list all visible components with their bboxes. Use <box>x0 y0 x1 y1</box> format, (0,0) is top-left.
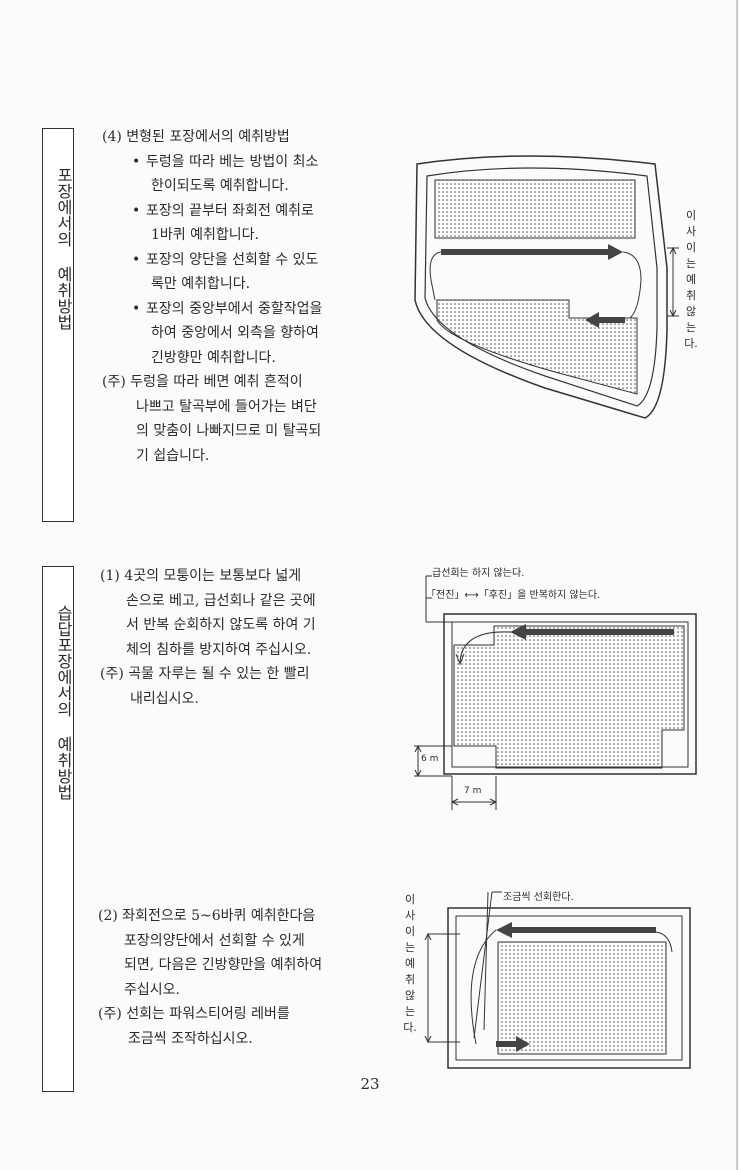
section-label-top: 포장에서의 예취방법 <box>54 167 73 330</box>
section-label-box-bottom: 습답포장에서의 예취방법 <box>42 566 74 1092</box>
section1-heading: (4) 변형된 포장에서의 예취방법 <box>102 129 290 145</box>
section3-text: (2) 좌회전으로 5~6바퀴 예취한다음 포장의양단에서 선회할 수 있게 되… <box>98 908 323 1047</box>
bullet-dot: • <box>132 153 141 170</box>
bullet-dot: • <box>132 202 141 219</box>
section-label-box-top: 포장에서의 예취방법 <box>42 128 74 522</box>
page-number: 23 <box>360 1075 380 1093</box>
section1-bullet: •두렁을 따라 베는 방법이 최소 한이되도록 예취합니다. <box>102 150 322 199</box>
figure3-label: 조금씩 선회한다. <box>503 892 574 903</box>
section1-bullet: •포장의 끝부터 좌회전 예취로 1바퀴 예취합니다. <box>102 199 322 248</box>
figure2-dim-height: 6 m <box>421 754 439 764</box>
section1-bullet: •포장의 중앙부에서 중할작업을 하여 중앙에서 외측을 향하여 긴방향만 예취… <box>102 297 322 371</box>
figure-turning-field <box>424 891 691 1069</box>
section2-text: (1) 4곳의 모퉁이는 보통보다 넓게 손으로 베고, 급선회나 같은 곳에 … <box>100 568 316 707</box>
section1-text: (4) 변형된 포장에서의 예취방법 •두렁을 따라 베는 방법이 최소 한이되… <box>102 125 322 468</box>
page-edge <box>736 0 738 1170</box>
figure2-dim-width: 7 m <box>464 786 482 796</box>
figure-irregular-field <box>414 155 679 419</box>
figure2-label-a: 급선회는 하지 않는다. <box>432 568 525 579</box>
figure-wet-field <box>414 575 697 810</box>
section1-bullet: •포장의 양단을 선회할 수 있도 록만 예취합니다. <box>102 248 322 297</box>
section-label-bottom: 습답포장에서의 예취방법 <box>54 605 73 800</box>
figure3-side-text: 이 사 이 는 예 취 않 는 다. <box>403 893 417 1034</box>
figure1-side-text: 이 사 이 는 예 취 않 는 다. <box>684 209 698 350</box>
bullet-dot: • <box>132 251 141 268</box>
section1-note: (주) 두렁을 따라 베면 예취 흔적이 나쁘고 탈곡부에 들어가는 벼단 의 … <box>102 374 322 464</box>
bullet-dot: • <box>132 300 141 317</box>
figure2-label-b: 「전진」⟷「후진」을 반복하지 않는다. <box>426 590 601 601</box>
